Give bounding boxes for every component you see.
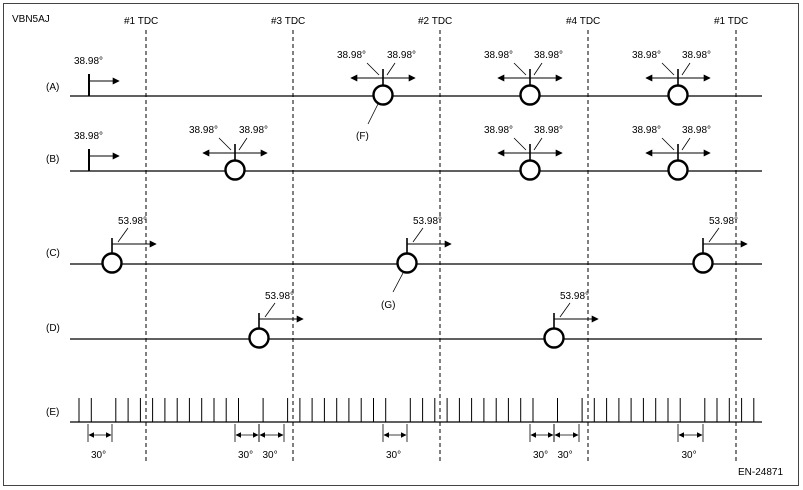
leader-right: [533, 62, 543, 76]
callout-f-label: (F): [356, 131, 369, 142]
pulse-circle: [101, 252, 123, 274]
pulse-circle: [692, 252, 714, 274]
tooth-gap-dimension: 30°: [677, 424, 704, 461]
callout-f: (F): [356, 103, 379, 142]
callout-g-label: (G): [381, 300, 395, 311]
pulse-circle: [519, 159, 541, 181]
tdc-label-4: #4 TDC: [566, 16, 600, 27]
dimension-label: 30°: [263, 450, 278, 461]
angle-label: 53.98°: [709, 216, 738, 227]
angle-label-right: 38.98°: [387, 50, 416, 61]
dimension-label: 30°: [558, 450, 573, 461]
pulse-circle: [667, 159, 689, 181]
tdc-label-1b: #1 TDC: [714, 16, 748, 27]
signal-pulse-forward: 53.98°: [396, 216, 452, 274]
row-label-a: (A): [46, 82, 59, 93]
tooth-gap-dimension: 30°: [553, 424, 580, 461]
reference-code: EN-24871: [738, 467, 783, 478]
angle-label: 38.98°: [74, 131, 103, 142]
dimension-label: 30°: [91, 450, 106, 461]
leader-right: [238, 137, 248, 151]
leader-right: [386, 62, 396, 76]
angle-label-right: 38.98°: [239, 125, 268, 136]
row-label-b: (B): [46, 154, 59, 165]
signal-pulse-bidirectional: 38.98° 38.98°: [484, 50, 563, 106]
dimension-label: 30°: [238, 450, 253, 461]
pulse-circle: [519, 84, 541, 106]
angle-label-left: 38.98°: [189, 125, 218, 136]
pulse-circle: [667, 84, 689, 106]
diagram-id: VBN5AJ: [12, 14, 50, 25]
tdc-labels: #1 TDC #3 TDC #2 TDC #4 TDC #1 TDC: [124, 16, 748, 27]
leader: [708, 227, 720, 243]
signal-pulse-forward: 53.98°: [248, 291, 304, 349]
leader-left: [218, 137, 232, 151]
leader-right: [533, 137, 543, 151]
angle-label-right: 38.98°: [682, 50, 711, 61]
tooth-gap-dimension: 30°: [382, 424, 408, 461]
signal-pulse-bidirectional: 38.98° 38.98°: [337, 50, 416, 106]
tdc-label-2: #2 TDC: [418, 16, 452, 27]
angle-label: 53.98°: [413, 216, 442, 227]
leader-left: [513, 137, 527, 151]
row-label-c: (C): [46, 248, 60, 259]
start-marker: 38.98°: [74, 56, 120, 96]
tooth-gap-dimension: 30°: [258, 424, 285, 461]
angle-label: 53.98°: [118, 216, 147, 227]
leader-right: [681, 137, 691, 151]
tdc-label-3: #3 TDC: [271, 16, 305, 27]
leader: [264, 302, 276, 318]
angle-label: 53.98°: [560, 291, 589, 302]
crank-teeth: [78, 398, 755, 422]
signal-pulse-bidirectional: 38.98° 38.98°: [632, 125, 711, 181]
angle-label-right: 38.98°: [534, 125, 563, 136]
angle-label-left: 38.98°: [632, 125, 661, 136]
angle-label-left: 38.98°: [337, 50, 366, 61]
tooth-gap-dimension: 30°: [234, 424, 260, 461]
diagram-frame: [3, 3, 799, 486]
tooth-gap-dimensions: 30° 30° 30° 30° 30° 30° 30°: [87, 424, 704, 461]
tdc-lines: [145, 30, 737, 463]
angle-label: 38.98°: [74, 56, 103, 67]
signal-marks: 38.98°38.98°38.98°38.98°38.98°38.98°38.9…: [74, 50, 748, 349]
dimension-label: 30°: [386, 450, 401, 461]
pulse-circle: [396, 252, 418, 274]
angle-label-right: 38.98°: [534, 50, 563, 61]
signal-pulse-forward: 53.98°: [692, 216, 748, 274]
row-label-d: (D): [46, 323, 60, 334]
baselines: [70, 95, 762, 423]
tooth-gap-dimension: 30°: [87, 424, 113, 461]
dimension-label: 30°: [682, 450, 697, 461]
angle-label-right: 38.98°: [682, 125, 711, 136]
row-label-e: (E): [46, 407, 59, 418]
dimension-label: 30°: [533, 450, 548, 461]
angle-label-left: 38.98°: [484, 50, 513, 61]
angle-label: 53.98°: [265, 291, 294, 302]
leader-left: [661, 62, 675, 76]
pulse-circle: [224, 159, 246, 181]
pulse-circle: [372, 84, 394, 106]
leader-left: [366, 62, 380, 76]
tooth-gap-dimension: 30°: [529, 424, 555, 461]
leader-left: [513, 62, 527, 76]
pulse-circle: [543, 327, 565, 349]
leader: [412, 227, 424, 243]
angle-label-left: 38.98°: [484, 125, 513, 136]
start-marker: 38.98°: [74, 131, 120, 171]
pulse-circle: [248, 327, 270, 349]
signal-pulse-bidirectional: 38.98° 38.98°: [189, 125, 268, 181]
leader-left: [661, 137, 675, 151]
signal-pulse-bidirectional: 38.98° 38.98°: [632, 50, 711, 106]
signal-pulse-forward: 53.98°: [543, 291, 599, 349]
angle-label-left: 38.98°: [632, 50, 661, 61]
leader: [117, 227, 129, 243]
callout-g: (G): [381, 272, 404, 311]
signal-pulse-bidirectional: 38.98° 38.98°: [484, 125, 563, 181]
leader-right: [681, 62, 691, 76]
leader: [559, 302, 571, 318]
signal-pulse-forward: 53.98°: [101, 216, 157, 274]
tdc-label-1: #1 TDC: [124, 16, 158, 27]
